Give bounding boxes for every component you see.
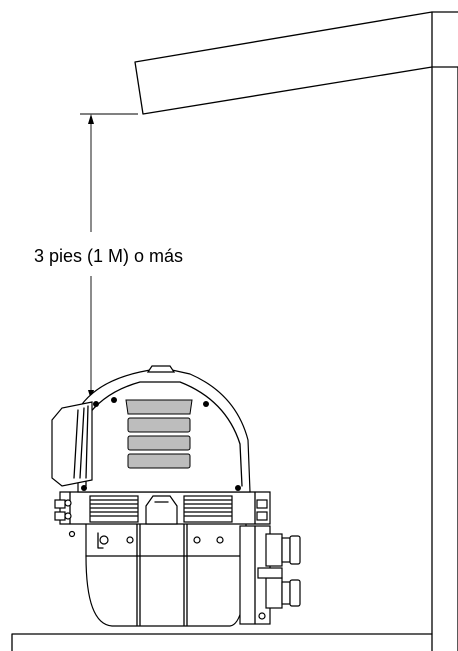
control-panel (51, 401, 99, 487)
water-header (239, 525, 301, 625)
right-mounting-bolts (256, 499, 268, 521)
outlet-union (289, 579, 301, 607)
inlet-union (289, 535, 301, 565)
roof-overhang (134, 11, 458, 115)
arrowhead-up-icon (88, 114, 94, 124)
left-mounting-bolts (54, 499, 76, 538)
pool-heater (51, 365, 301, 627)
clearance-dimension-label: 3 pies (1 M) o más (34, 246, 183, 266)
base-vent-right (184, 499, 232, 517)
building-wall (431, 66, 458, 651)
top-vent-flaps (125, 399, 193, 469)
base-vent-left (90, 499, 138, 517)
ground-pad (11, 633, 433, 651)
